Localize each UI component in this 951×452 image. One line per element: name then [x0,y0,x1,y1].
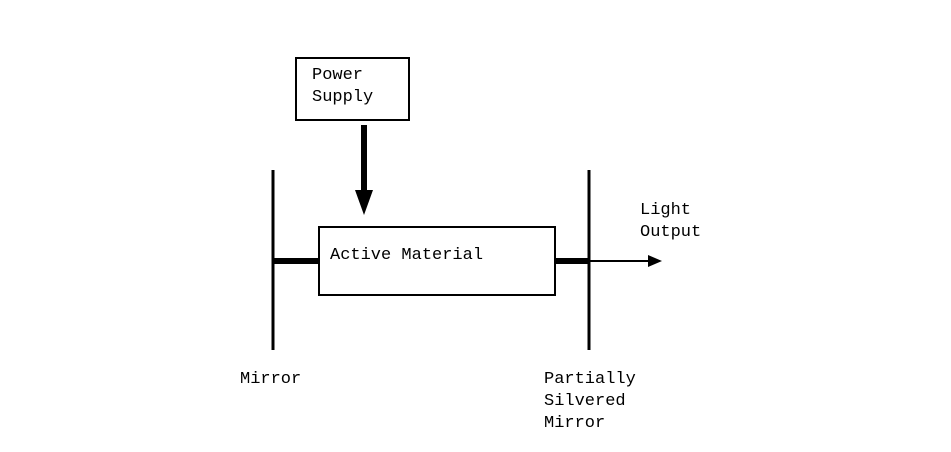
active-material-label: Active Material [330,246,484,265]
partial-mirror-label-line3: Mirror [544,414,606,433]
active-material-box [318,226,556,296]
partial-mirror-label-line1: Partially [544,370,636,389]
power-supply-box [295,57,410,121]
light-output-label-line1: Light [640,201,692,220]
power-supply-label-line1: Power [312,66,364,85]
mirror-label: Mirror [240,370,302,389]
partial-mirror-label-line2: Silvered [544,392,626,411]
light-output-arrowhead [648,255,662,267]
power-arrowhead [355,190,373,215]
light-output-label-line2: Output [640,223,702,242]
power-supply-label-line2: Supply [312,88,374,107]
